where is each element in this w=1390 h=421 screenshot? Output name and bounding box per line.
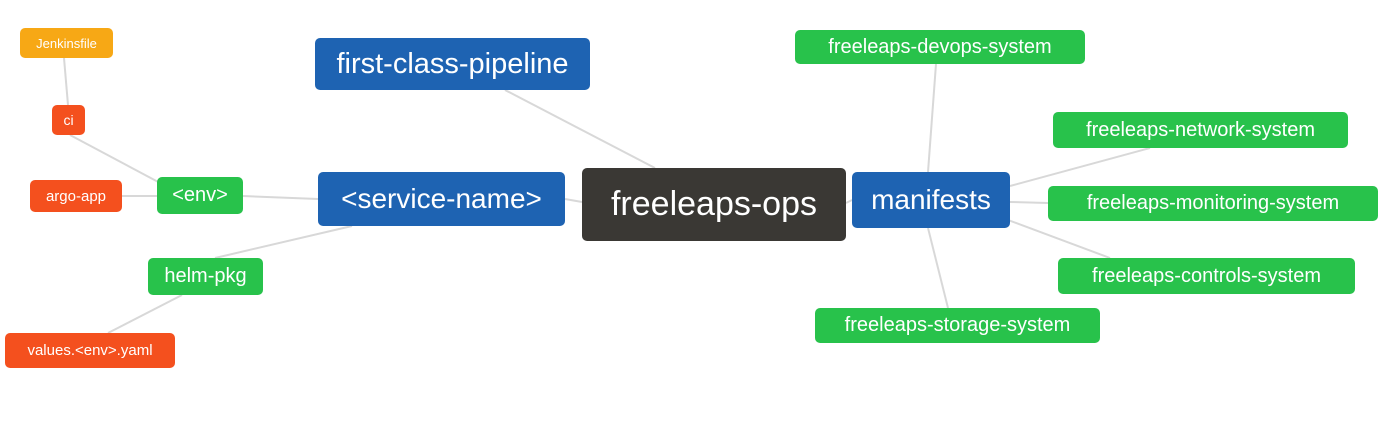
- node-freeleaps-monitoring-system[interactable]: freeleaps-monitoring-system: [1048, 186, 1378, 221]
- node-label: ci: [63, 112, 74, 128]
- node-ci[interactable]: ci: [52, 105, 85, 135]
- node-service-name[interactable]: <service-name>: [318, 172, 565, 226]
- edge-root-manifests: [845, 199, 853, 204]
- edge-manifests-storage: [927, 227, 949, 309]
- node-label: freeleaps-ops: [610, 185, 817, 223]
- node-label: argo-app: [45, 187, 107, 205]
- node-label: first-class-pipeline: [336, 47, 569, 80]
- node-label: <env>: [172, 184, 228, 206]
- node-freeleaps-devops-system[interactable]: freeleaps-devops-system: [795, 30, 1085, 64]
- node-label: freeleaps-devops-system: [828, 35, 1052, 58]
- node-label: freeleaps-network-system: [1086, 118, 1315, 141]
- node-first-class-pipeline[interactable]: first-class-pipeline: [315, 38, 590, 90]
- edge-values-helm-pkg: [107, 294, 183, 334]
- node-values-env-yaml[interactable]: values.<env>.yaml: [5, 333, 175, 368]
- node-label: <service-name>: [341, 183, 542, 214]
- node-label: manifests: [871, 184, 991, 215]
- node-label: values.<env>.yaml: [27, 342, 153, 359]
- edge-manifests-controls: [1007, 219, 1111, 259]
- edge-ci-env: [69, 134, 163, 185]
- node-freeleaps-storage-system[interactable]: freeleaps-storage-system: [815, 308, 1100, 343]
- node-manifests[interactable]: manifests: [852, 172, 1010, 228]
- edge-jenkinsfile-ci: [63, 57, 69, 106]
- node-label: freeleaps-controls-system: [1092, 264, 1321, 287]
- edge-manifests-network: [1009, 147, 1151, 187]
- node-label: freeleaps-monitoring-system: [1086, 192, 1340, 214]
- node-freeleaps-network-system[interactable]: freeleaps-network-system: [1053, 112, 1348, 148]
- node-freeleaps-controls-system[interactable]: freeleaps-controls-system: [1058, 258, 1355, 294]
- edge-service-name-root: [564, 198, 583, 203]
- node-env[interactable]: <env>: [157, 177, 243, 214]
- edge-env-service-name: [242, 195, 319, 200]
- edge-pipeline-root: [504, 89, 656, 169]
- node-label: freeleaps-storage-system: [844, 314, 1071, 336]
- node-helm-pkg[interactable]: helm-pkg: [148, 258, 263, 295]
- node-label: Jenkinsfile: [36, 35, 97, 51]
- edge-helm-pkg-service-name: [214, 225, 353, 259]
- node-jenkinsfile[interactable]: Jenkinsfile: [20, 28, 113, 58]
- edge-manifests-monitoring: [1009, 201, 1049, 204]
- node-argo-app[interactable]: argo-app: [30, 180, 122, 212]
- edge-manifests-devops: [927, 63, 937, 173]
- node-label: helm-pkg: [164, 265, 247, 287]
- node-freeleaps-ops[interactable]: freeleaps-ops: [582, 168, 846, 241]
